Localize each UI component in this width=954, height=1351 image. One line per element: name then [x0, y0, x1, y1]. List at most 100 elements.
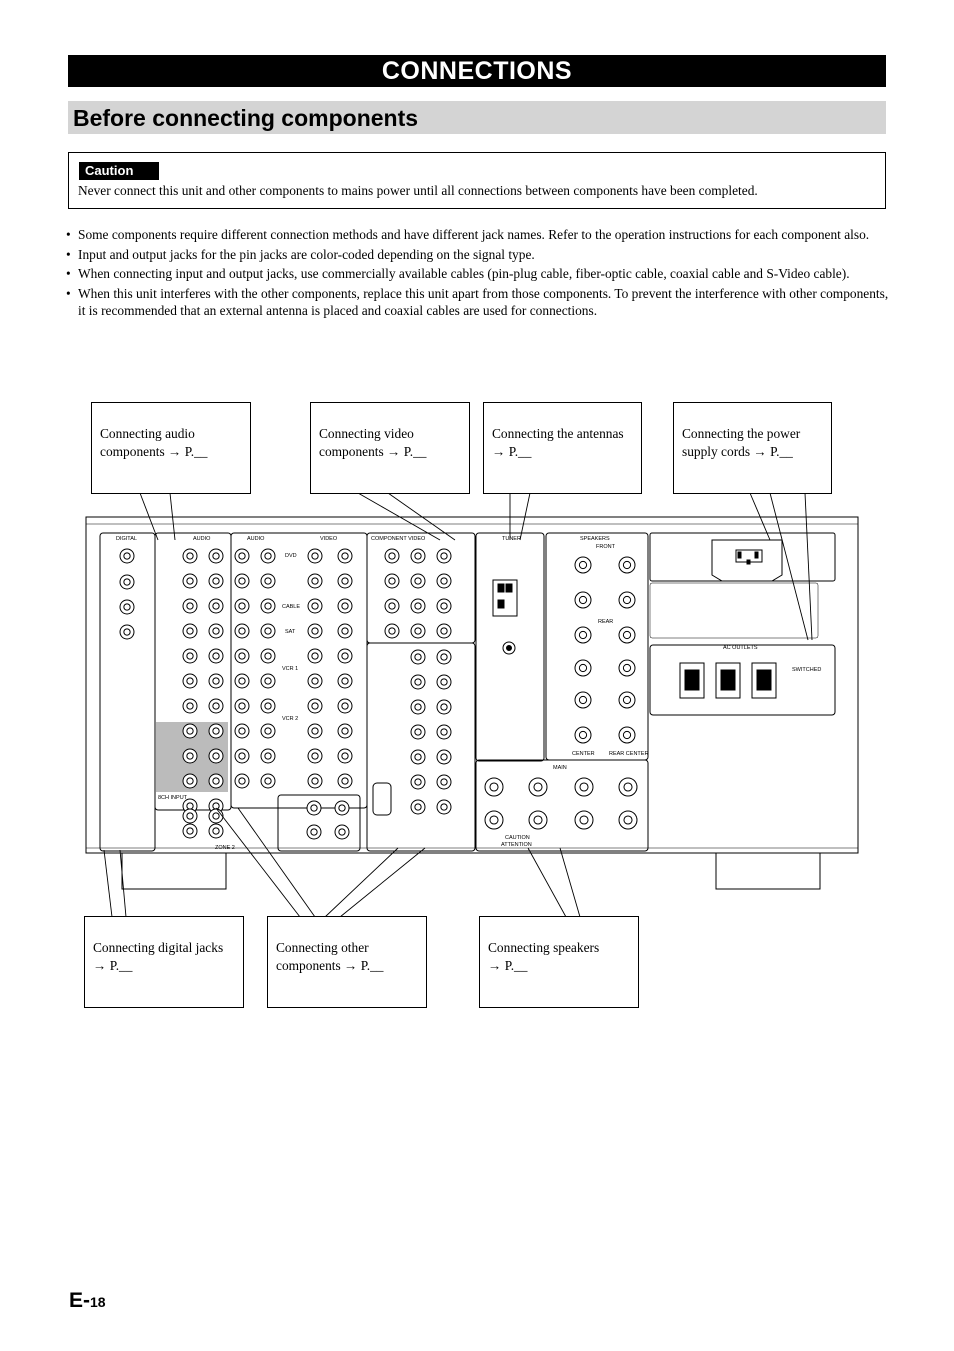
jack-core [238, 627, 246, 635]
jack-core [264, 727, 272, 735]
jack [260, 723, 276, 739]
jack [410, 774, 426, 790]
panel-label-center: CENTER [572, 751, 595, 757]
jack-core [212, 702, 220, 710]
jack [208, 823, 224, 839]
jack [260, 623, 276, 639]
jack [208, 808, 224, 824]
jack-core [578, 695, 588, 705]
callout-line: Connecting the power [682, 426, 801, 441]
panel-label-audio: AUDIO [193, 536, 211, 542]
jack [337, 623, 353, 639]
jack-core [622, 560, 632, 570]
jack-core [311, 702, 319, 710]
jack [260, 573, 276, 589]
jack-core [341, 577, 349, 585]
panel-label-component-video: COMPONENT VIDEO [371, 536, 426, 542]
jack [260, 698, 276, 714]
jack [436, 623, 452, 639]
jack [384, 573, 400, 589]
callout-antennas: Connecting the antennas → P.__ [483, 402, 642, 494]
jack-core [212, 777, 220, 785]
jack-core [578, 663, 588, 673]
panel-label-ac-outlets: AC OUTLETS [723, 645, 758, 651]
jack-core [310, 828, 318, 836]
jack [618, 591, 636, 609]
jack-core [414, 728, 422, 736]
jack [618, 626, 636, 644]
jack [307, 698, 323, 714]
jack-core [212, 577, 220, 585]
callout-line: → P.__ [93, 958, 133, 973]
chapter-title-banner: CONNECTIONS [68, 55, 886, 87]
jack-core [414, 703, 422, 711]
panel-label-rear-center: REAR CENTER [609, 751, 649, 757]
jack-core [212, 552, 220, 560]
jack-core [264, 752, 272, 760]
jack [436, 799, 452, 815]
jack [528, 777, 548, 797]
jack [307, 548, 323, 564]
panel-label-caution: CAUTION [505, 835, 530, 841]
jack-core [578, 595, 588, 605]
callout-line: Connecting speakers [488, 940, 600, 955]
jack-core [238, 552, 246, 560]
jack [260, 673, 276, 689]
jack-core [264, 577, 272, 585]
jack [334, 824, 350, 840]
jack [337, 773, 353, 789]
jack-core [310, 804, 318, 812]
jack [307, 648, 323, 664]
jack-core [341, 727, 349, 735]
jack-core [311, 752, 319, 760]
jack-core [311, 602, 319, 610]
jack-core [414, 778, 422, 786]
page-number-value: 18 [90, 1294, 106, 1310]
jack [119, 624, 135, 640]
jack-core [622, 663, 632, 673]
jack-core [579, 815, 589, 825]
jack [337, 548, 353, 564]
jack-core [238, 677, 246, 685]
jack-core [186, 552, 194, 560]
panel-label-video: VIDEO [320, 536, 338, 542]
jack-core [440, 778, 448, 786]
jack-core [264, 652, 272, 660]
callout-line: → P.__ [492, 444, 532, 459]
jack [384, 623, 400, 639]
jack-core [186, 577, 194, 585]
jack-core [388, 602, 396, 610]
jack [306, 800, 322, 816]
jack-core [212, 627, 220, 635]
jack-core [238, 652, 246, 660]
jack [307, 773, 323, 789]
bullet-item: Input and output jacks for the pin jacks… [66, 246, 890, 264]
jack-core [440, 552, 448, 560]
jack-core [440, 577, 448, 585]
jack [384, 548, 400, 564]
jack [234, 573, 250, 589]
jack-core [533, 815, 543, 825]
jack-core [338, 828, 346, 836]
jack-core [238, 602, 246, 610]
jack [528, 810, 548, 830]
jack [234, 623, 250, 639]
jack [234, 698, 250, 714]
callout-speakers: Connecting speakers → P.__ [479, 916, 639, 1008]
jack [307, 748, 323, 764]
jack [436, 774, 452, 790]
jack-core [212, 727, 220, 735]
jack-core [264, 552, 272, 560]
panel-label-speakers: SPEAKERS [580, 536, 610, 542]
jack-core [440, 803, 448, 811]
jack-core [414, 803, 422, 811]
jack [574, 691, 592, 709]
jack [410, 724, 426, 740]
jack-core [212, 652, 220, 660]
bullet-item: When this unit interferes with the other… [66, 285, 890, 320]
jack [337, 723, 353, 739]
panel-label-tuner: TUNER [502, 536, 521, 542]
jack [574, 777, 594, 797]
jack [337, 648, 353, 664]
jack [182, 748, 198, 764]
